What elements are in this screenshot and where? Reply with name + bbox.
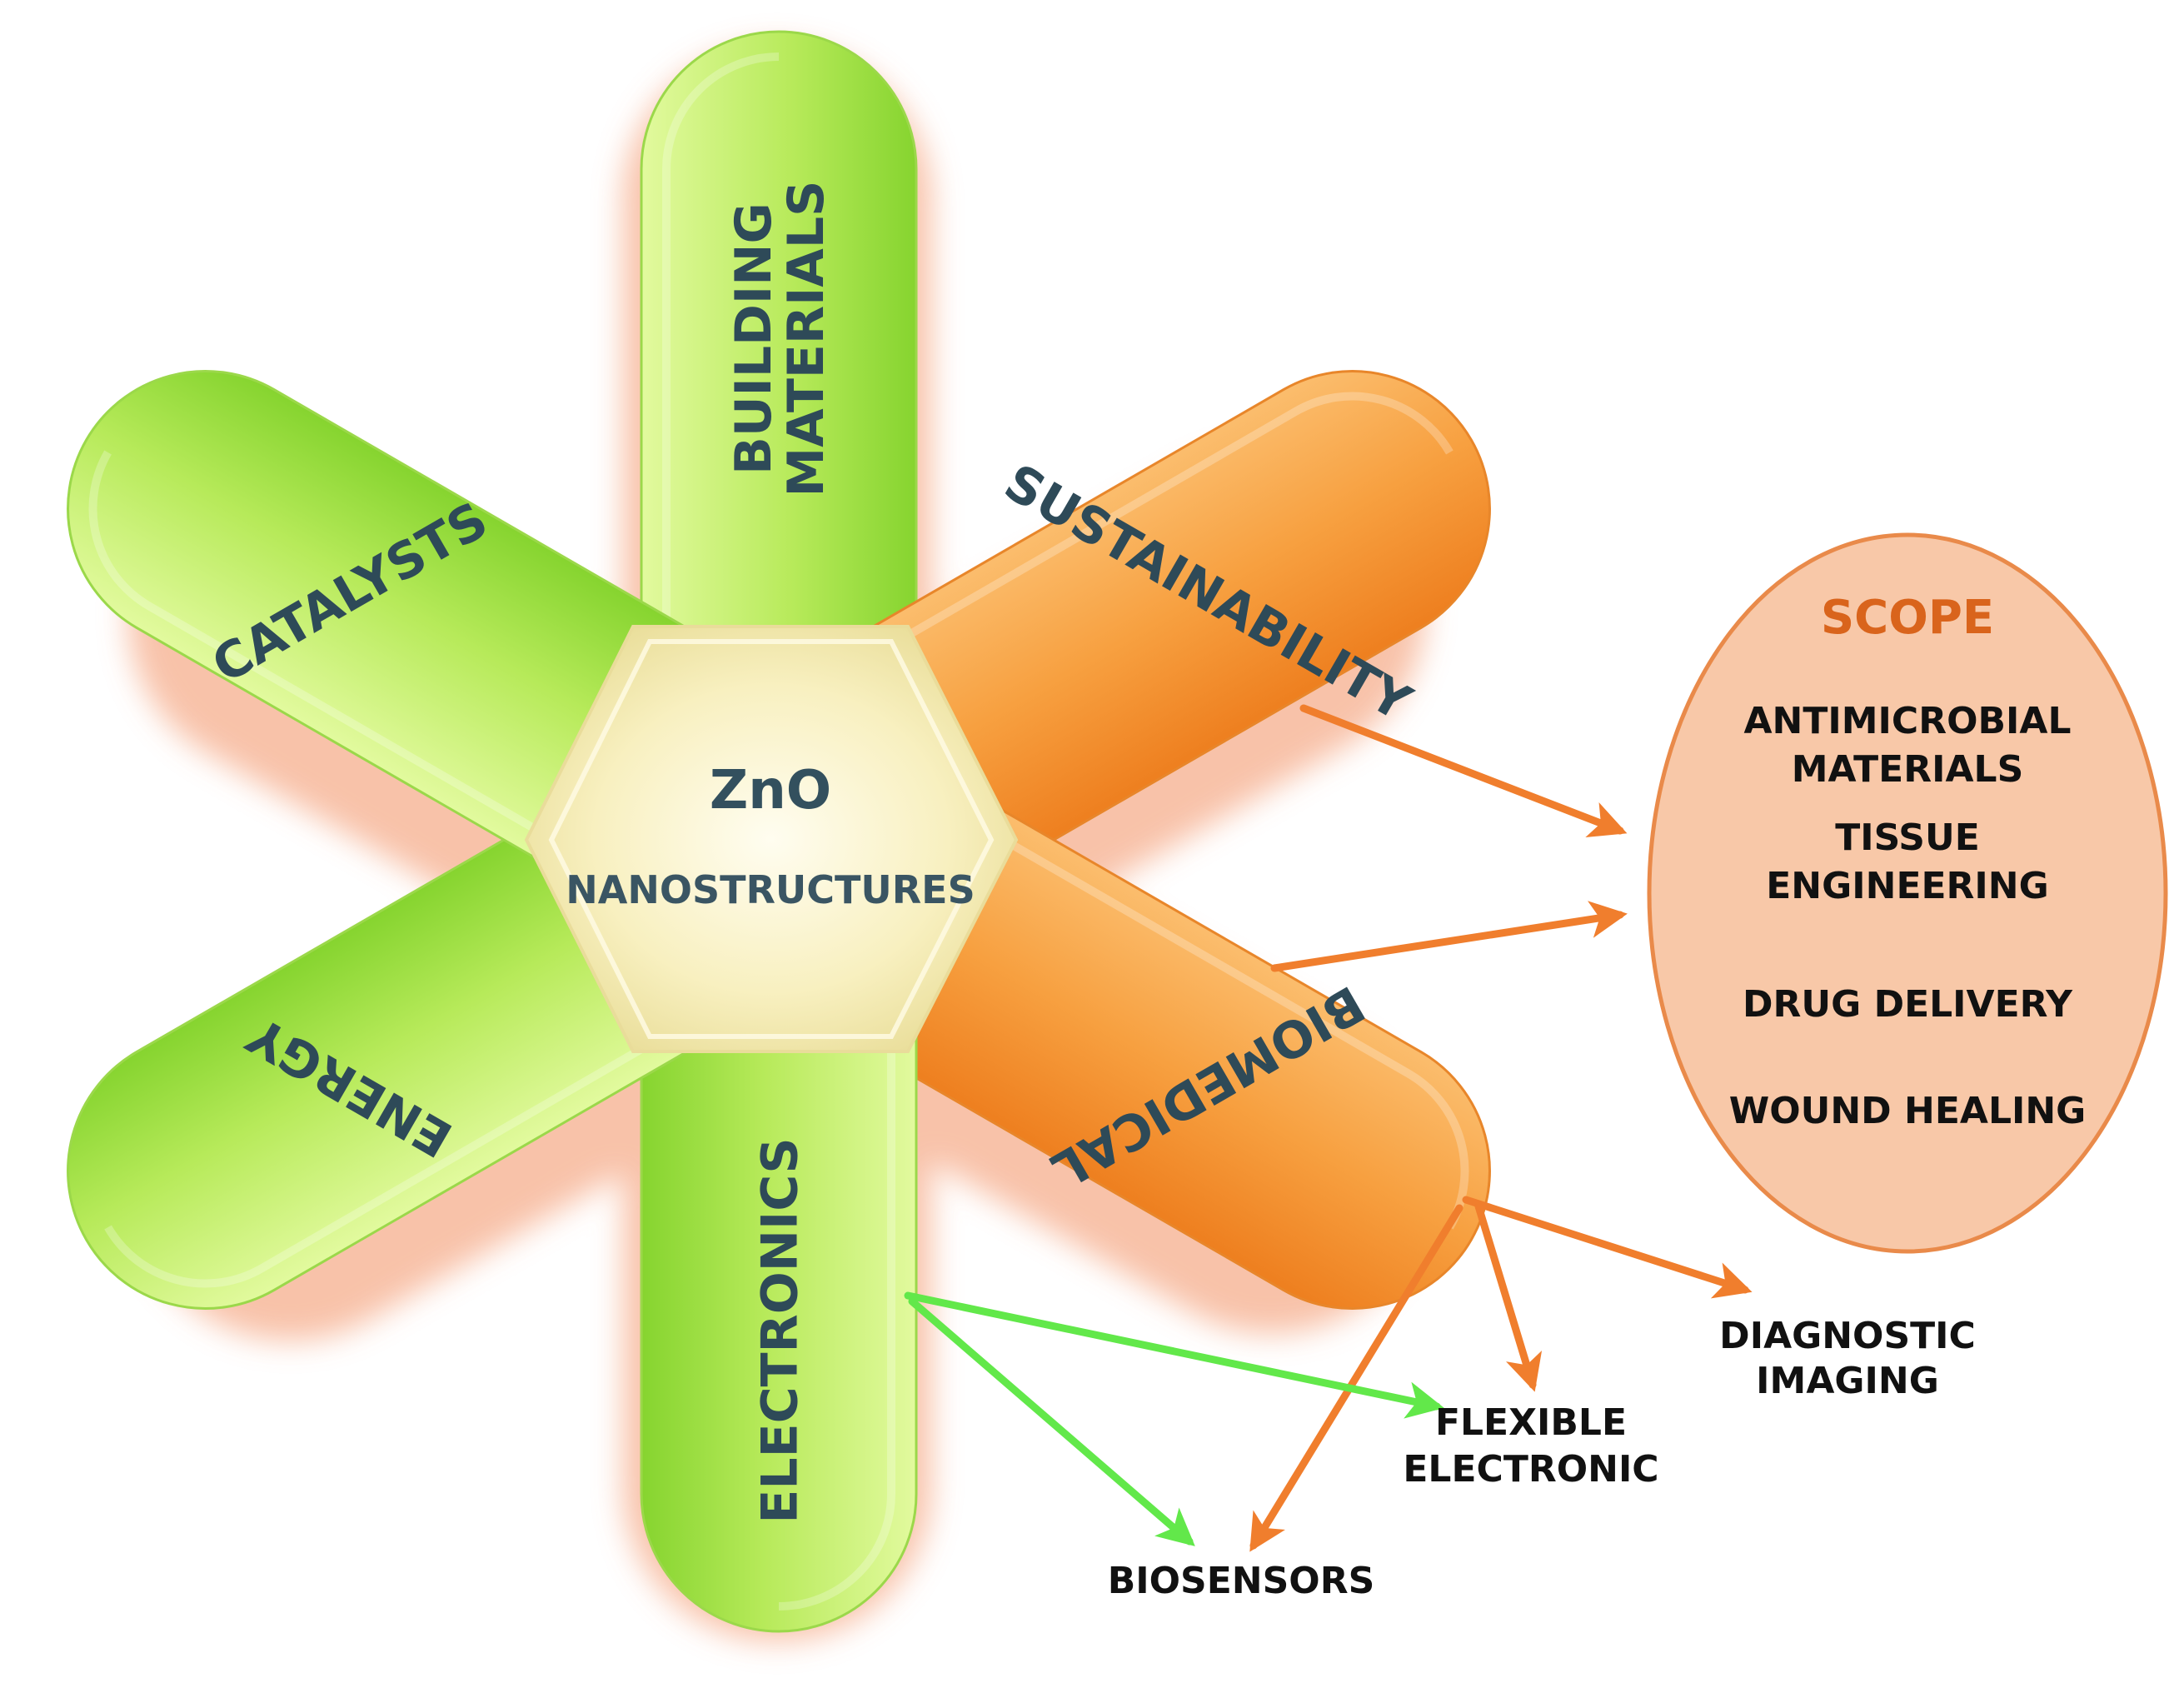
petal-highlight (662, 52, 780, 790)
petal-label-group: ELECTRONICS (751, 1137, 810, 1523)
hub-hexagon (524, 625, 1019, 1053)
scope-item-line: ENGINEERING (1766, 865, 2049, 907)
petal-highlight (763, 392, 1454, 722)
petal-electronics: ELECTRONICS (640, 871, 918, 1633)
petal-highlight (778, 890, 895, 1611)
connector-arrows (904, 704, 1753, 1552)
arrow-biomedical-to-diagnostic-imaging (1462, 1196, 1753, 1299)
arrow-biomedical-to-flexible-electronic (1474, 1202, 1543, 1392)
scope-ellipse (1647, 532, 2168, 1254)
petal-shape (640, 30, 918, 808)
petal-shape (640, 871, 918, 1633)
petal-highlight (104, 958, 795, 1288)
scope-item-line: TISSUE (1835, 817, 1980, 859)
scope-item-tissue-engineering: TISSUE ENGINEERING (1766, 817, 2049, 907)
hub: ZnO NANOSTRUCTURES (524, 625, 1019, 1053)
petals-group: BUILDINGMATERIALSSUSTAINABILITYBIOMEDICA… (67, 30, 1491, 1633)
scope-items: ANTIMICROBIAL MATERIALS TISSUE ENGINEERING D… (1729, 700, 2087, 1132)
hub-title: ZnO (710, 760, 831, 822)
scope-item-line: DRUG DELIVERY (1743, 983, 2073, 1026)
application-label-line: DIAGNOSTIC (1719, 1315, 1976, 1357)
petal-label-materials: MATERIALS (777, 181, 835, 497)
petal-label-building: BUILDING (725, 202, 783, 475)
petal-highlight (875, 763, 1469, 1230)
scope-item-antimicrobial-materials: ANTIMICROBIAL MATERIALS (1744, 700, 2072, 791)
scope-item-line: WOUND HEALING (1729, 1090, 2087, 1132)
application-biosensors: BIOSENSORS (1108, 1560, 1375, 1602)
scope-item-line: ANTIMICROBIAL (1744, 700, 2072, 742)
arrow-electronics-to-flexible-electronic (904, 1291, 1444, 1419)
application-label-line: FLEXIBLE (1435, 1401, 1627, 1444)
application-label-line: IMAGING (1756, 1360, 1939, 1402)
hub-hexagon-highlight (548, 639, 995, 1039)
petal-label-electronics: ELECTRONICS (751, 1137, 810, 1523)
petal-highlight (88, 450, 682, 916)
arrow-biomedical-to-biosensors (1249, 1204, 1463, 1552)
arrow-sustainability-to-scope (1299, 704, 1628, 837)
scope-item-line: MATERIALS (1792, 748, 2024, 791)
scope-panel: SCOPE ANTIMICROBIAL MATERIALS TISSUE ENGINE… (1647, 532, 2168, 1254)
application-label-line: BIOSENSORS (1108, 1560, 1375, 1602)
arrow-electronics-to-biosensors (908, 1297, 1195, 1546)
scope-title: SCOPE (1821, 591, 1994, 645)
scope-item-wound-healing: WOUND HEALING (1729, 1090, 2087, 1132)
hub-subtitle: NANOSTRUCTURES (566, 867, 975, 912)
scope-item-drug-delivery: DRUG DELIVERY (1743, 983, 2073, 1026)
application-label-line: ELECTRONIC (1403, 1448, 1658, 1491)
arrow-biomedical-to-scope (1270, 901, 1628, 972)
